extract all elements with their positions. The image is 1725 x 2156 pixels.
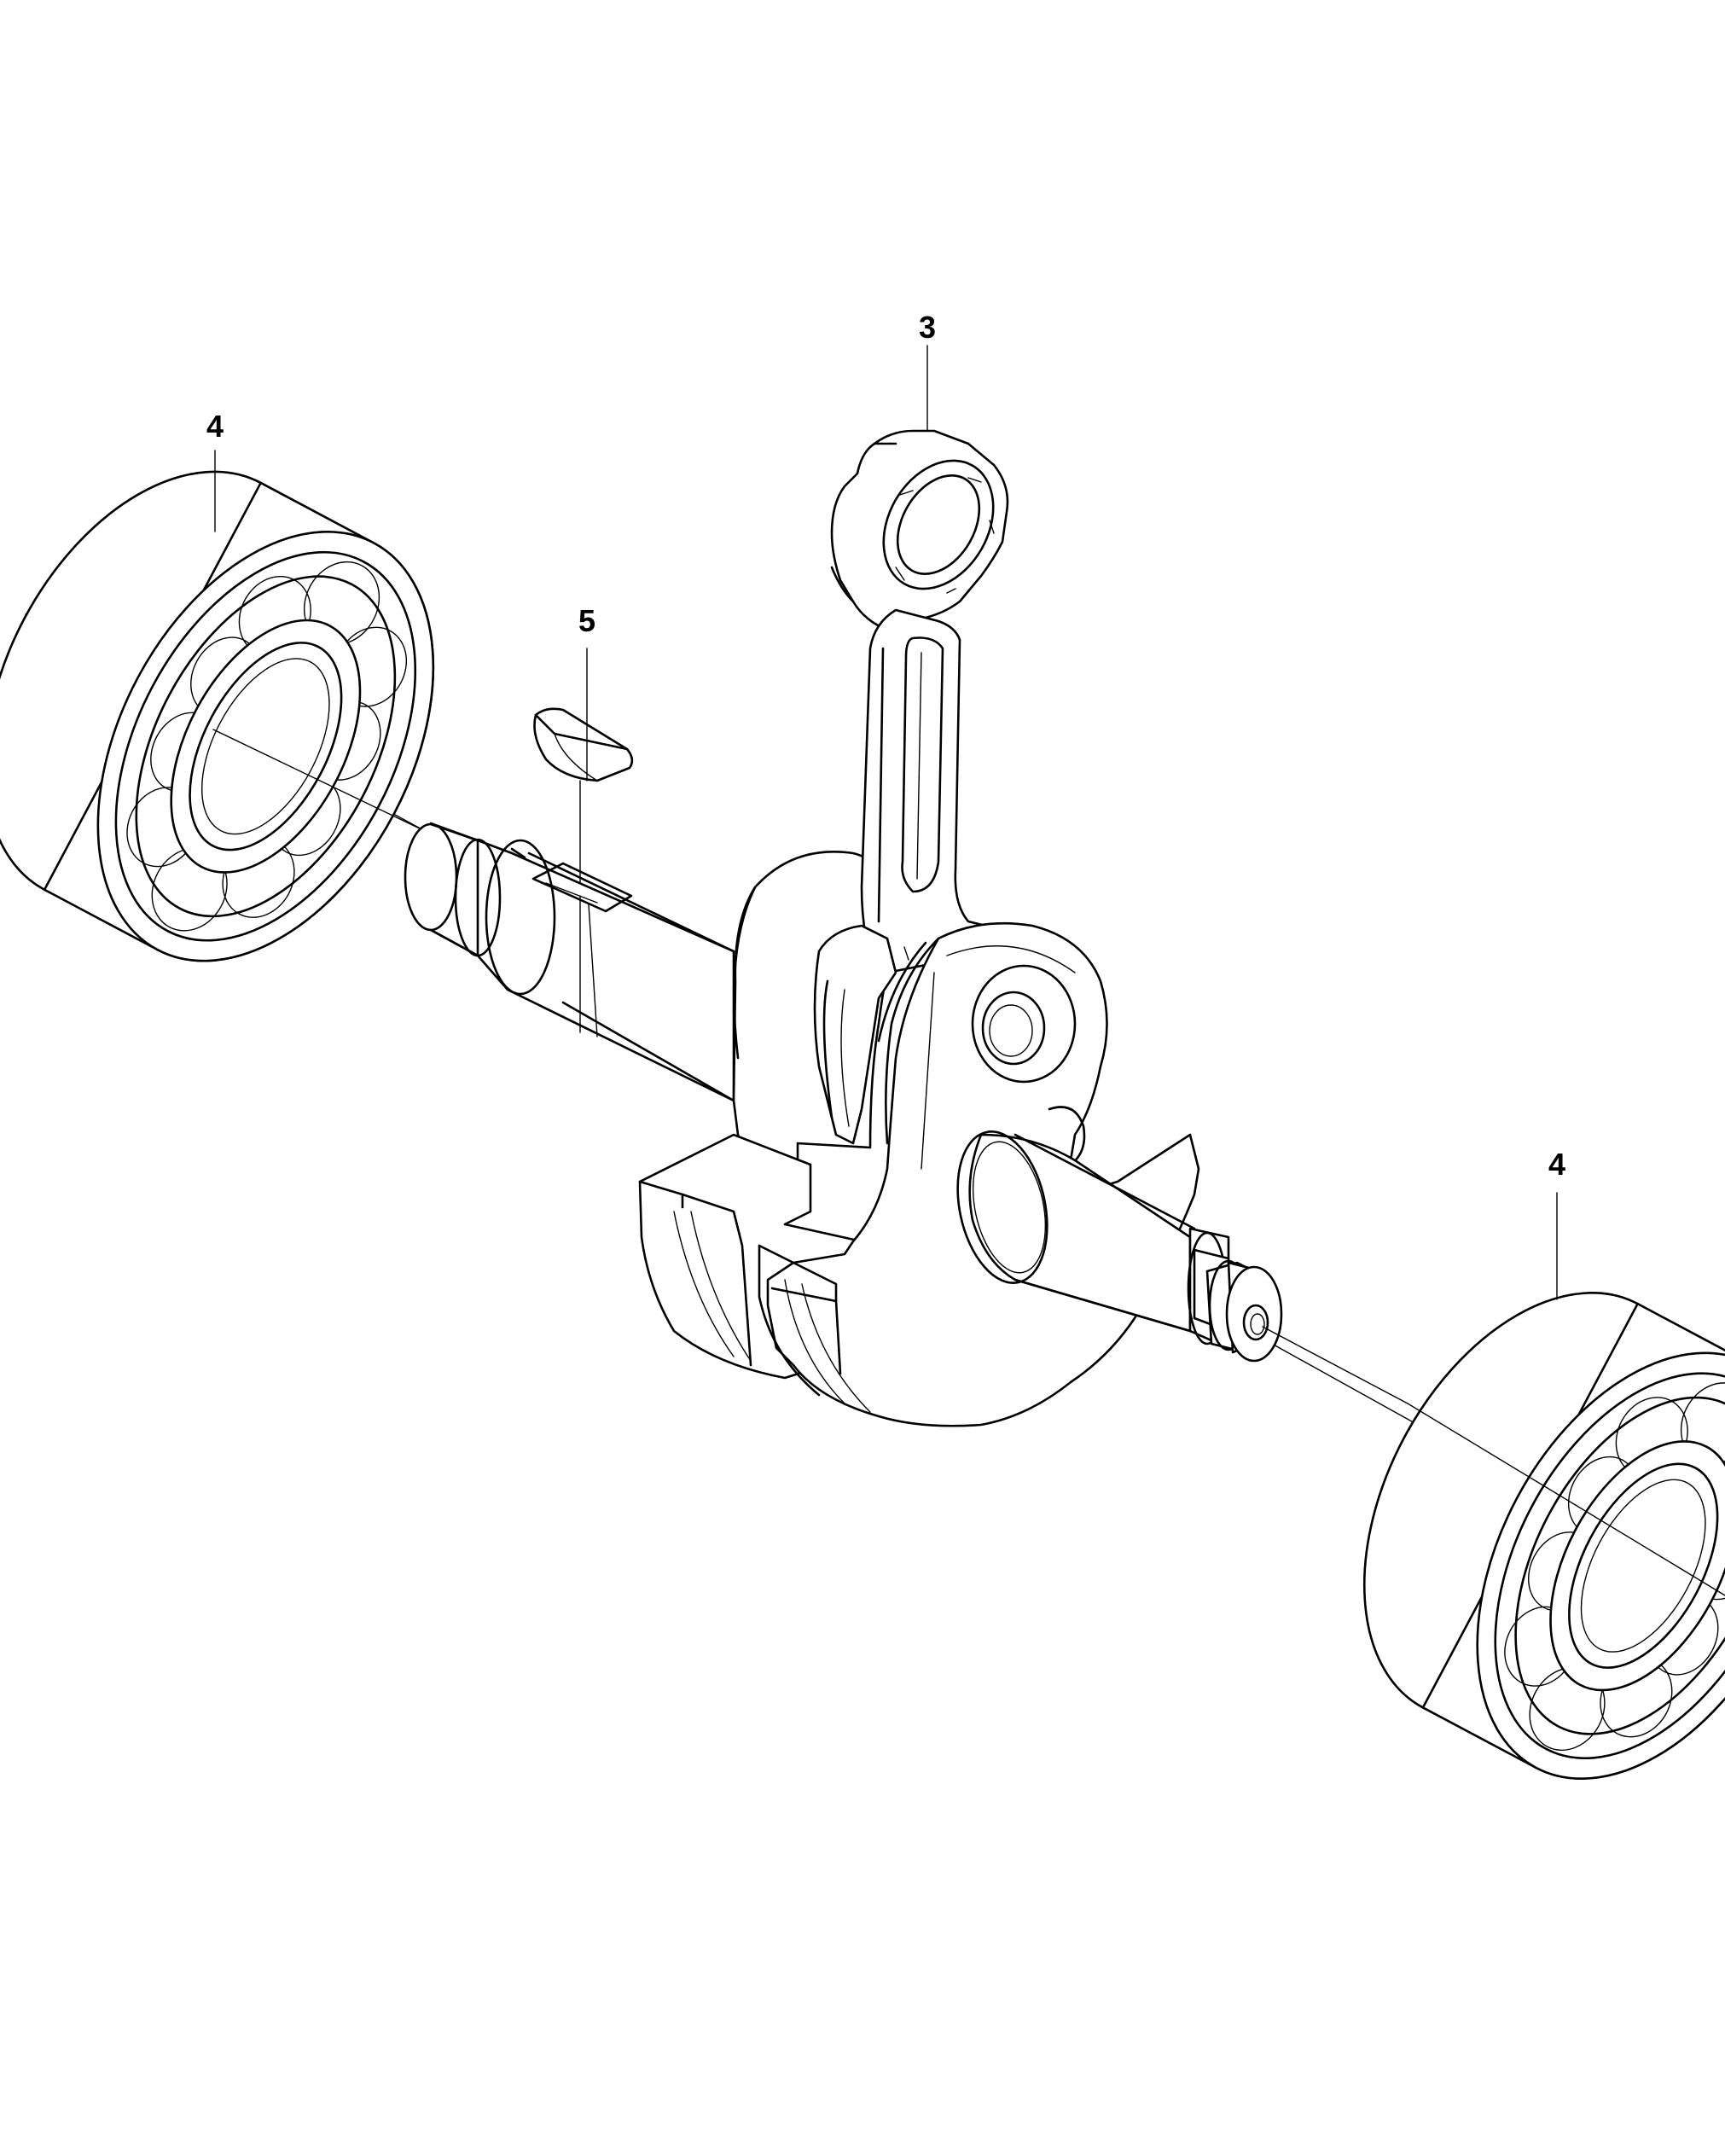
crank-pin[interactable] [813,924,897,1145]
connecting-rod[interactable] [830,429,1017,974]
callout-bearing-right: 4 [1548,1147,1565,1182]
callout-bearing-left: 4 [206,409,224,444]
callout-connecting-rod: 3 [919,310,936,345]
callout-woodruff-key: 5 [578,603,595,638]
crankshaft-left-shaft[interactable] [404,822,735,1102]
callout-labels: 4 3 5 4 [206,310,1565,1182]
leader-lines [214,345,1558,1300]
left-ball-bearing[interactable] [0,415,502,1018]
woodruff-key[interactable] [533,707,634,782]
right-ball-bearing[interactable] [1297,1236,1725,1834]
crankshaft-right-shaft[interactable] [944,1124,1408,1404]
